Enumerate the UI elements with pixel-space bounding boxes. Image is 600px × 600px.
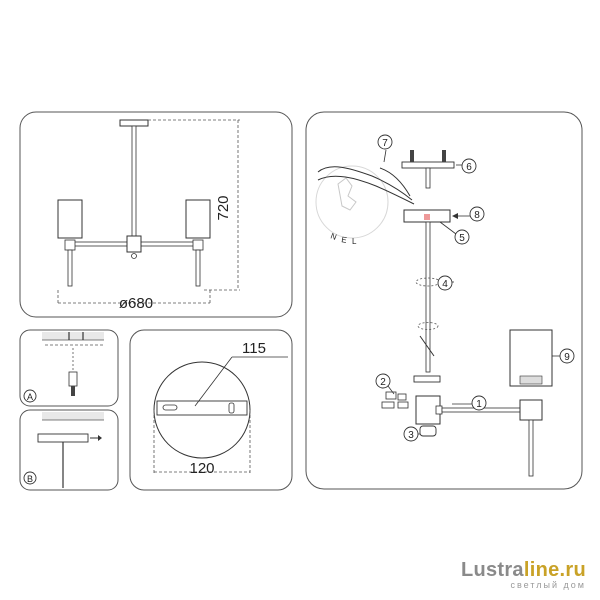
wire-live: [317, 166, 413, 201]
callout-5: 5: [454, 229, 470, 245]
suspension-rod: [131, 125, 137, 241]
hub-arm-socket: [435, 405, 443, 415]
lamp-stem: [528, 419, 534, 477]
brand-logo: Lustraline.ru: [461, 559, 586, 582]
right-stem: [195, 249, 201, 287]
svg-text:5: 5: [459, 233, 465, 244]
svg-text:1: 1: [476, 399, 482, 410]
arrow-8: [452, 213, 458, 219]
step-b-badge: [23, 471, 37, 485]
callout-4: 4: [437, 275, 453, 291]
hub-top-plate: [413, 375, 441, 383]
height-label: 720: [215, 195, 232, 220]
callout-8: 8: [469, 206, 485, 222]
leader-7: [383, 149, 387, 163]
terminal-block-icon: [337, 177, 357, 211]
brand-name-main: Lustra: [460, 559, 524, 581]
callout-1: 1: [471, 395, 487, 411]
brand-name-accent: line.ru: [523, 559, 586, 581]
mounting-bracket: [156, 400, 248, 416]
left-holder: [64, 239, 76, 251]
screw-a: [71, 386, 75, 396]
panel-step-b: [19, 409, 119, 491]
callout-2: 2: [375, 373, 391, 389]
left-stem: [67, 249, 73, 287]
svg-text:3: 3: [408, 430, 414, 441]
leader-5: [439, 221, 457, 235]
right-holder: [192, 239, 204, 251]
small-part-1: [385, 391, 397, 400]
svg-text:8: 8: [474, 210, 480, 221]
dowel-a: [68, 371, 78, 387]
callout-9: 9: [559, 348, 575, 364]
wiring-ghost-circle: [315, 165, 389, 239]
center-hub: [126, 235, 142, 253]
bar-center-stud: [425, 167, 431, 189]
bracket-slot-right: [228, 402, 235, 414]
rotation-arrow-lower: [417, 322, 439, 330]
ceiling-hatch-b: [42, 412, 104, 420]
hub-bottom-nut: [419, 425, 437, 437]
small-part-3: [381, 401, 395, 409]
wire-earth: [379, 167, 411, 197]
terminal-l: L: [352, 237, 357, 246]
hub-screw: [131, 253, 137, 259]
dim-120-label: 120: [189, 460, 214, 477]
diameter-label: ø680: [119, 295, 153, 312]
svg-text:6: 6: [466, 162, 472, 173]
brand-watermark: Lustraline.ru светлый дом: [461, 559, 586, 590]
canopy-marker: [424, 214, 430, 220]
mount-plate-b: [37, 433, 89, 443]
svg-text:7: 7: [382, 138, 388, 149]
leader-2: [387, 385, 395, 395]
step-a-label: A: [27, 392, 33, 402]
panel-exploded-assembly: [305, 111, 583, 490]
panel-canopy-detail: [129, 329, 293, 491]
panel-step-a: [19, 329, 119, 407]
bar-screw-right: [442, 150, 446, 162]
ceiling-hatch-a: [42, 332, 104, 340]
main-rod: [425, 221, 431, 373]
rod-joint: [419, 335, 435, 357]
terminal-e: E: [341, 235, 348, 245]
step-b-label: B: [27, 474, 33, 484]
svg-text:9: 9: [564, 352, 570, 363]
terminal-n: N: [329, 231, 338, 242]
step-a-badge: [23, 389, 37, 403]
svg-text:4: 4: [442, 279, 448, 290]
callout-7: 7: [377, 134, 393, 150]
bracket-slot-left: [162, 404, 178, 411]
bar-screw-left: [410, 150, 414, 162]
small-part-2: [397, 393, 407, 401]
callout-6: 6: [461, 158, 477, 174]
small-part-4: [397, 401, 409, 409]
wire-neutral: [317, 175, 415, 205]
brand-tagline: светлый дом: [510, 580, 586, 590]
dim-115-label: 115: [242, 340, 266, 357]
mounting-bar: [401, 161, 455, 169]
panel-overall: [19, 111, 293, 318]
right-shade: [185, 199, 211, 239]
arrow-head-b: [98, 435, 102, 441]
canopy-plate: [119, 119, 149, 127]
callout-3: 3: [403, 426, 419, 442]
leader-115: [194, 356, 233, 407]
shade-bulb: [519, 375, 543, 385]
svg-text:2: 2: [380, 377, 386, 388]
lamp-holder: [519, 399, 543, 421]
left-shade: [57, 199, 83, 239]
